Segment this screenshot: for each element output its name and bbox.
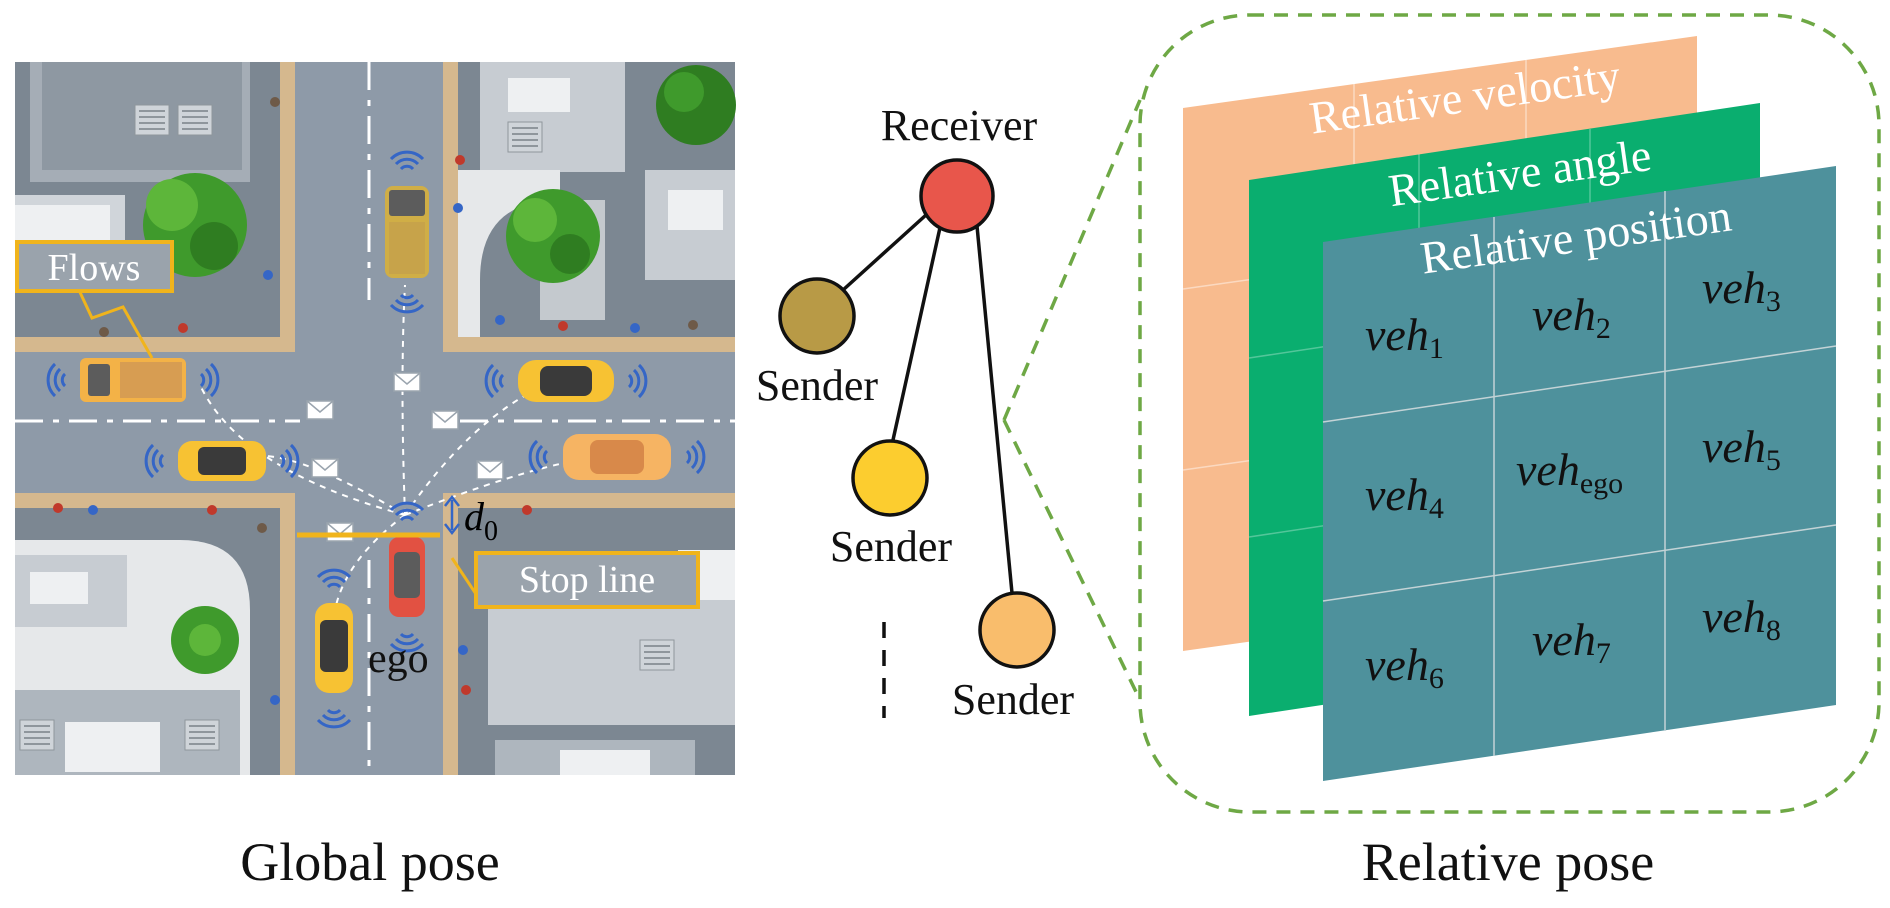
- cell-base: veh: [1365, 309, 1429, 360]
- layer-relative-position: Relative position veh1 veh2 veh3 veh4 ve…: [1322, 166, 1837, 781]
- cell-base: veh: [1702, 591, 1766, 642]
- cell-base: veh: [1702, 421, 1766, 472]
- cell-base: veh: [1702, 262, 1766, 313]
- tree-icon: [656, 65, 736, 145]
- grid-cell-veh-2: veh2: [1532, 289, 1611, 345]
- cell-subscript: 6: [1429, 662, 1444, 695]
- tree-icon: [506, 189, 600, 283]
- grid-cell-veh-ego: vehego: [1516, 444, 1623, 500]
- grid-cell-veh-5: veh5: [1702, 421, 1781, 477]
- flows-callout: Flows: [15, 240, 174, 359]
- grid-cell-veh-1: veh1: [1365, 309, 1444, 365]
- cell-subscript: ego: [1580, 467, 1623, 500]
- sender-node: [978, 591, 1056, 669]
- stop-line-label: Stop line: [519, 559, 655, 601]
- city-block-bottom-left: [15, 493, 295, 775]
- cell-subscript: 5: [1766, 444, 1781, 477]
- grid-cell-veh-3: veh3: [1702, 262, 1781, 318]
- global-pose-caption: Global pose: [240, 832, 499, 892]
- cell-subscript: 8: [1766, 614, 1781, 647]
- stop-line-callout: Stop line: [450, 551, 700, 609]
- cell-subscript: 3: [1766, 285, 1781, 318]
- relative-pose-caption: Relative pose: [1362, 832, 1654, 892]
- cell-subscript: 1: [1429, 332, 1444, 365]
- cell-base: veh: [1365, 639, 1429, 690]
- vehicle-car-icon: [144, 441, 300, 481]
- receiver-node: [919, 158, 995, 234]
- vehicle-truck-icon: [46, 358, 220, 402]
- cell-base: veh: [1532, 289, 1596, 340]
- zoom-connector: [1002, 99, 1142, 701]
- sender-node: [851, 439, 929, 517]
- communication-graph: Receiver Sender Sender Sender: [756, 101, 1075, 724]
- sender-label: Sender: [756, 361, 879, 410]
- distance-marker: d0: [444, 494, 498, 547]
- pedestrians: [53, 97, 698, 705]
- palm-tree-icon: [171, 606, 239, 674]
- grid-cell-veh-4: veh4: [1365, 469, 1444, 525]
- lane-markings: [15, 62, 735, 775]
- grid-cell-veh-7: veh7: [1532, 614, 1611, 670]
- ego-vehicle-icon: [389, 501, 425, 653]
- global-pose-panel: d0 Flows Stop line ego Global pose: [15, 62, 736, 892]
- cell-base: veh: [1516, 444, 1580, 495]
- cell-subscript: 4: [1429, 492, 1444, 525]
- vehicle-car-icon: [484, 360, 648, 402]
- cell-base: veh: [1532, 614, 1596, 665]
- distance-subscript: 0: [484, 516, 498, 547]
- grid-cell-veh-8: veh8: [1702, 591, 1781, 647]
- sender-node: [778, 277, 856, 355]
- relative-pose-panel: Relative velocity Relative angle Relativ…: [1002, 13, 1881, 892]
- ego-label: ego: [368, 636, 429, 682]
- vehicle-car-icon: [315, 568, 353, 729]
- svg-text:d0: d0: [464, 494, 498, 547]
- cell-subscript: 7: [1596, 637, 1611, 670]
- cell-base: veh: [1365, 469, 1429, 520]
- receiver-label: Receiver: [881, 101, 1038, 150]
- vehicle-truck-icon: [385, 150, 429, 314]
- sender-label: Sender: [952, 675, 1075, 724]
- cell-subscript: 2: [1596, 312, 1611, 345]
- vehicle-car-icon: [528, 434, 706, 480]
- grid-cell-veh-6: veh6: [1365, 639, 1444, 695]
- distance-label: d: [464, 494, 485, 539]
- flows-label: Flows: [48, 247, 141, 289]
- sender-label: Sender: [830, 522, 953, 571]
